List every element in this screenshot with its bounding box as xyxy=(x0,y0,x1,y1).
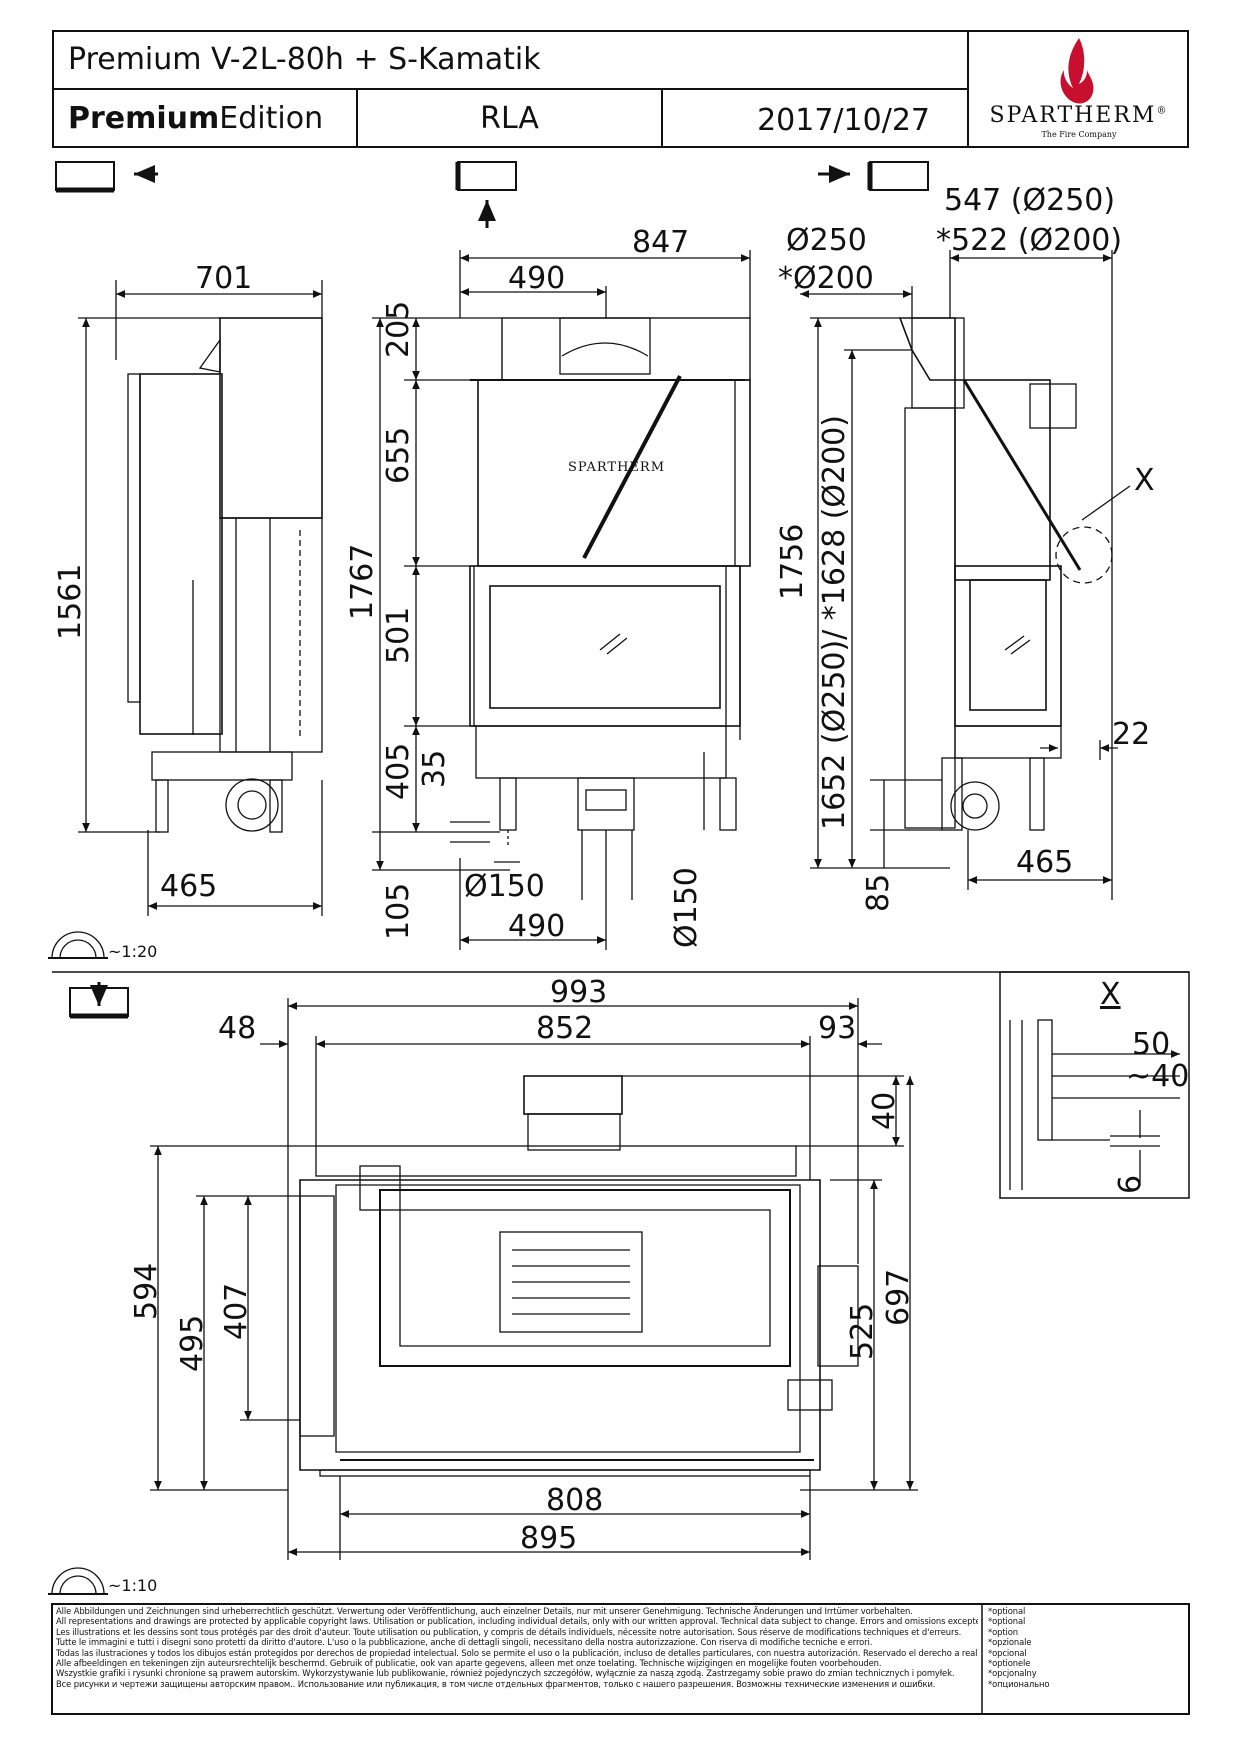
view-right-icon xyxy=(818,161,929,191)
door-brand: SPARTHERM xyxy=(568,460,666,475)
legal-line: Все рисунки и чертежи защищены авторским… xyxy=(56,1678,936,1689)
dim-465-left: 465 xyxy=(160,869,218,904)
cell-divider-2 xyxy=(661,88,663,148)
legal-line: Todas las ilustraciones y todos los dibu… xyxy=(56,1647,978,1658)
optional-label: *opcjonalny xyxy=(988,1668,1037,1679)
dim-594: 594 xyxy=(129,1262,164,1320)
detail-x-view xyxy=(999,971,1190,1199)
spartherm-logo: SPARTHERM® The Fire Company xyxy=(969,30,1189,148)
view-top-icon xyxy=(69,982,129,1019)
dim-501: 501 xyxy=(381,606,416,664)
dim-701: 701 xyxy=(195,261,253,296)
top-plan-view xyxy=(299,1075,859,1477)
dim-847: 847 xyxy=(632,225,690,260)
dim-808: 808 xyxy=(546,1483,604,1518)
legal-notice: Alle Abbildungen und Zeichnungen sind ur… xyxy=(56,1606,978,1689)
optional-label: *опционально xyxy=(988,1678,1050,1689)
brand-name: SPARTHERM® xyxy=(989,103,1169,128)
dim-flue-200: *Ø200 xyxy=(778,261,874,296)
dim-522: *522 (Ø200) xyxy=(936,223,1123,258)
dim-852: 852 xyxy=(536,1011,594,1046)
edition-label: PremiumEdition xyxy=(68,101,323,136)
dim-x-marker: X xyxy=(1134,463,1155,498)
model-title: Premium V-2L-80h + S-Kamatik xyxy=(68,42,541,77)
legal-line: All representations and drawings are pro… xyxy=(56,1616,978,1627)
dim-1756: 1756 xyxy=(775,523,810,600)
front-view xyxy=(469,317,751,846)
scale-label-bottom: ~1:10 xyxy=(108,1576,158,1595)
dim-48: 48 xyxy=(218,1011,257,1046)
variant-label: RLA xyxy=(480,100,539,136)
dim-697: 697 xyxy=(881,1268,916,1326)
legal-line: Alle Abbildungen und Zeichnungen sind ur… xyxy=(56,1606,913,1616)
title-divider xyxy=(52,88,968,90)
dim-655: 655 xyxy=(381,426,416,484)
dim-150: Ø150 xyxy=(464,869,545,904)
dim-1767: 1767 xyxy=(345,543,380,620)
dim-40: 40 xyxy=(867,1091,902,1130)
scale-icon-top xyxy=(48,931,108,959)
dim-85: 85 xyxy=(861,873,896,912)
detail-x-label: X xyxy=(1100,977,1121,1012)
detail-dim-40: ~40 xyxy=(1126,1059,1190,1094)
legal-line: Wszystkie grafiki i rysunki chronione są… xyxy=(56,1668,955,1679)
dim-105: 105 xyxy=(381,882,416,940)
dim-525: 525 xyxy=(845,1302,880,1360)
optional-label: *opcional xyxy=(988,1647,1027,1658)
dim-150-vertical: Ø150 xyxy=(669,867,704,948)
side-view-left xyxy=(127,317,323,833)
dim-35: 35 xyxy=(417,749,452,788)
view-left-icon xyxy=(55,161,158,193)
brand-tagline: The Fire Company xyxy=(1041,130,1117,139)
dim-490-bottom: 490 xyxy=(508,909,566,944)
optional-label: *optional xyxy=(988,1606,1026,1616)
optional-label: *optionele xyxy=(988,1658,1031,1669)
dim-465-right: 465 xyxy=(1016,845,1074,880)
dim-993: 993 xyxy=(550,975,608,1010)
flame-icon xyxy=(1060,38,1094,104)
dim-547: 547 (Ø250) xyxy=(944,183,1116,218)
detail-dim-50: 50 xyxy=(1132,1027,1171,1062)
dim-407: 407 xyxy=(219,1282,254,1340)
dim-flue-250: Ø250 xyxy=(786,223,867,258)
legal-line: Les illustrations et les dessins sont to… xyxy=(56,1626,962,1637)
dim-22: 22 xyxy=(1112,717,1151,752)
optional-label: *opzionale xyxy=(988,1637,1032,1648)
dim-490-top: 490 xyxy=(508,261,566,296)
edition-bold: Premium xyxy=(68,101,220,136)
dim-93: 93 xyxy=(818,1011,857,1046)
logo-divider xyxy=(967,30,969,148)
optional-label: *option xyxy=(988,1626,1018,1637)
dim-205: 205 xyxy=(381,300,416,358)
dim-895: 895 xyxy=(520,1521,578,1556)
date-label: 2017/10/27 xyxy=(757,102,930,138)
edition-rest: Edition xyxy=(219,101,324,136)
dim-495: 495 xyxy=(175,1314,210,1372)
dim-405: 405 xyxy=(381,742,416,800)
optional-labels: *optional *optional *option *opzionale *… xyxy=(988,1606,1184,1689)
dim-1652: 1652 (Ø250)/ *1628 (Ø200) xyxy=(817,415,852,830)
scale-icon-bottom xyxy=(48,1567,108,1595)
dim-1561: 1561 xyxy=(53,563,88,640)
side-view-right xyxy=(898,317,1113,831)
optional-label: *optional xyxy=(988,1616,1026,1627)
cell-divider-1 xyxy=(356,88,358,148)
detail-dim-6: 6 xyxy=(1113,1174,1148,1194)
legal-line: Alle afbeeldingen en tekeningen zijn aut… xyxy=(56,1658,882,1669)
view-front-icon xyxy=(455,161,517,228)
scale-label-top: ~1:20 xyxy=(108,942,158,961)
legal-line: Tutte le immagini e tutti i disegni sono… xyxy=(56,1637,873,1648)
